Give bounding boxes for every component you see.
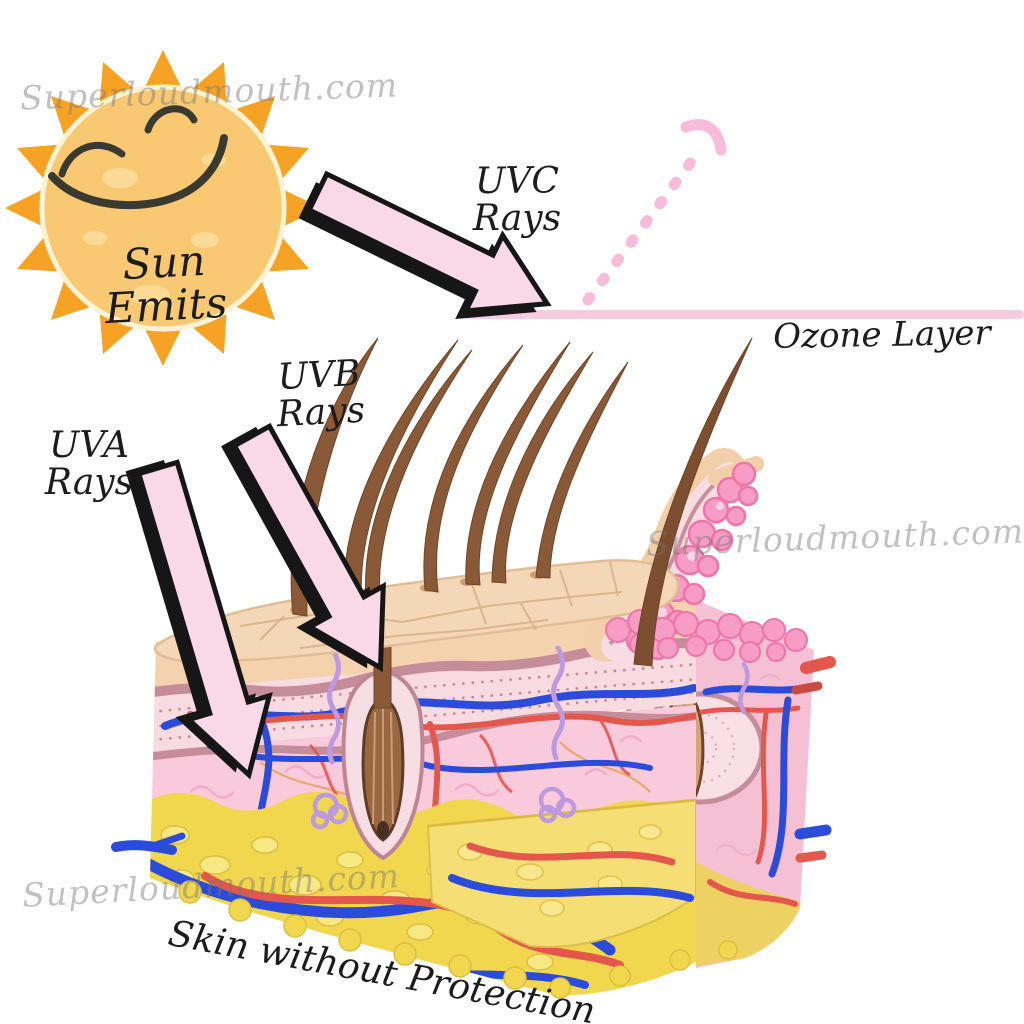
- uva-arrow: [125, 459, 273, 780]
- left-vein-stub: [111, 840, 177, 855]
- uvc-arrow: [298, 170, 552, 320]
- uva-label-line2: Rays: [44, 461, 134, 503]
- sun-smile-icon: [48, 105, 228, 210]
- uvc-label-line2: Rays: [472, 197, 562, 239]
- uva-rays-label: UVA Rays: [26, 425, 152, 503]
- sun-face-texture: [83, 153, 226, 305]
- uvb-rays-label: UVB Rays: [252, 353, 388, 435]
- sweat-glands: [310, 645, 577, 830]
- hair-follicle: [341, 599, 425, 861]
- uvc-rays-label: UVC Rays: [452, 161, 582, 239]
- ozone-layer-label: Ozone Layer: [772, 313, 992, 357]
- uvc-label-line1: UVC: [475, 161, 559, 202]
- uvb-label-line2: Rays: [275, 389, 367, 435]
- ozone-layer-line: [463, 310, 1024, 319]
- sun-icon: [5, 50, 321, 366]
- uva-label-line1: UVA: [49, 425, 129, 466]
- fat-bottom-bumps: [178, 880, 738, 999]
- reflected-ray-dashed-arrow: [582, 119, 727, 306]
- vessel-stubs: [791, 656, 836, 863]
- uvb-arrow: [221, 422, 386, 673]
- fat-ledge: [426, 798, 696, 948]
- side-sweat-duct: [738, 661, 750, 715]
- skin-model: [111, 337, 836, 999]
- sun-emits-label: Sun Emits: [103, 235, 229, 333]
